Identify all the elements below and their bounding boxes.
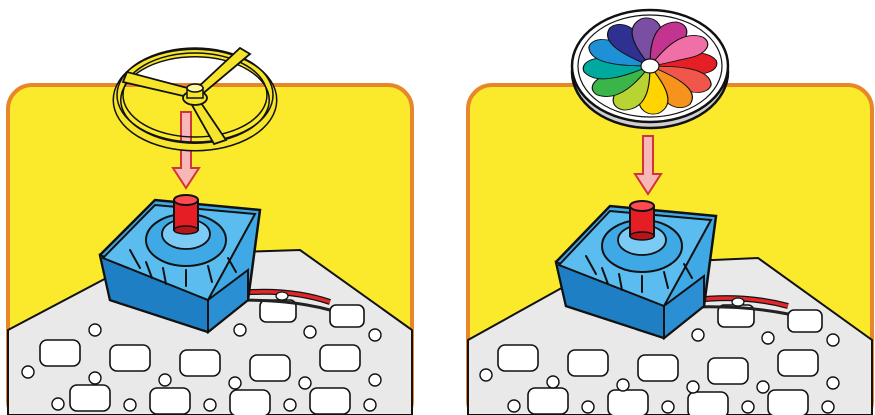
motor-shaft xyxy=(174,195,198,234)
panel-propeller xyxy=(0,0,437,415)
color-disc-assembly-illustration xyxy=(438,0,875,415)
motor-shaft xyxy=(630,201,654,240)
color-disc-icon xyxy=(572,10,728,128)
propeller-assembly-illustration xyxy=(0,0,437,415)
panel-color-disc xyxy=(438,0,875,415)
